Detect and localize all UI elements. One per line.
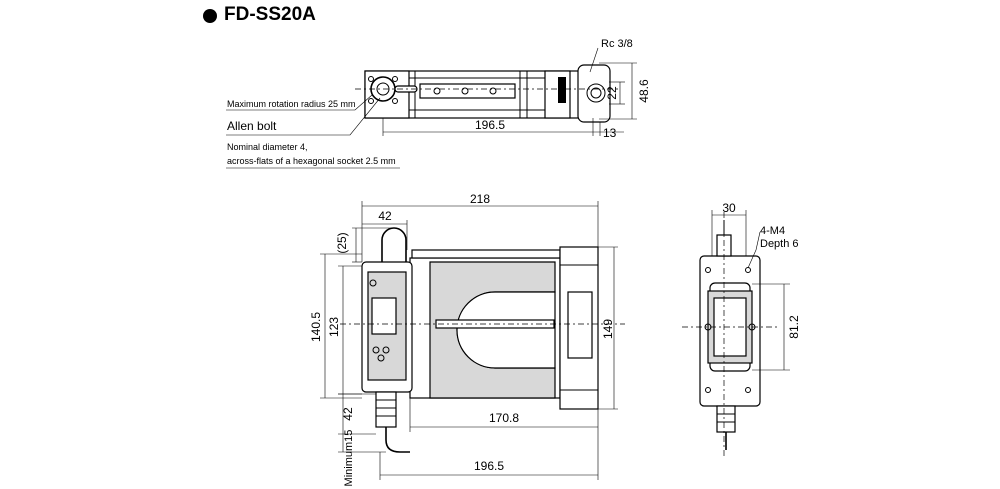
front-view [320,201,625,480]
dim-side-width: 30 [722,201,736,215]
top-view-clamp [544,70,571,119]
dim-front-width-total: 218 [470,192,490,206]
note-allen-bolt: Allen bolt [227,119,277,133]
side-hole-top-left [705,267,711,273]
note-socket: across-flats of a hexagonal socket 2.5 m… [227,156,396,166]
side-hole-bottom-right [745,387,751,393]
page-title: FD-SS20A [224,4,316,25]
front-sensor-display [371,297,397,335]
side-hole-label: 4-M4 [760,225,785,237]
side-bottom-connector [716,405,736,433]
dim-front-flow-length: 170.8 [489,411,519,425]
dim-side-hole-pitch: 81.2 [787,315,801,339]
dim-top-height-inner: 22 [605,86,619,100]
note-rotation: Maximum rotation radius 25 mm [227,99,356,109]
dim-front-body-length: 196.5 [474,459,504,473]
front-connector [375,391,397,428]
dim-top-offset: 13 [603,126,617,140]
dim-front-cable-bend: (25) [335,232,349,253]
rc-label: Rc 3/8 [601,38,633,50]
dim-top-length: 196.5 [475,118,505,132]
dim-front-height-outer: 140.5 [309,312,323,342]
dim-front-height-body: 149 [601,319,615,339]
dim-front-height-inner: 123 [327,317,341,337]
side-hole-depth: Depth 6 [760,238,799,250]
title-bullet [203,9,217,23]
side-hole-bottom-left [705,387,711,393]
top-view [226,47,637,169]
front-cable [385,427,410,453]
front-cable-loop [381,227,407,262]
top-view-head [364,70,410,119]
dim-front-connector: 42 [341,407,355,421]
dim-top-height-outer: 48.6 [637,79,651,103]
dim-front-width-head: 42 [378,209,392,223]
note-nominal-diameter: Nominal diameter 4, [227,142,308,152]
side-view [682,210,790,458]
top-view-fitting [577,64,611,123]
dim-front-min-bend: Minimum15 [343,430,355,487]
